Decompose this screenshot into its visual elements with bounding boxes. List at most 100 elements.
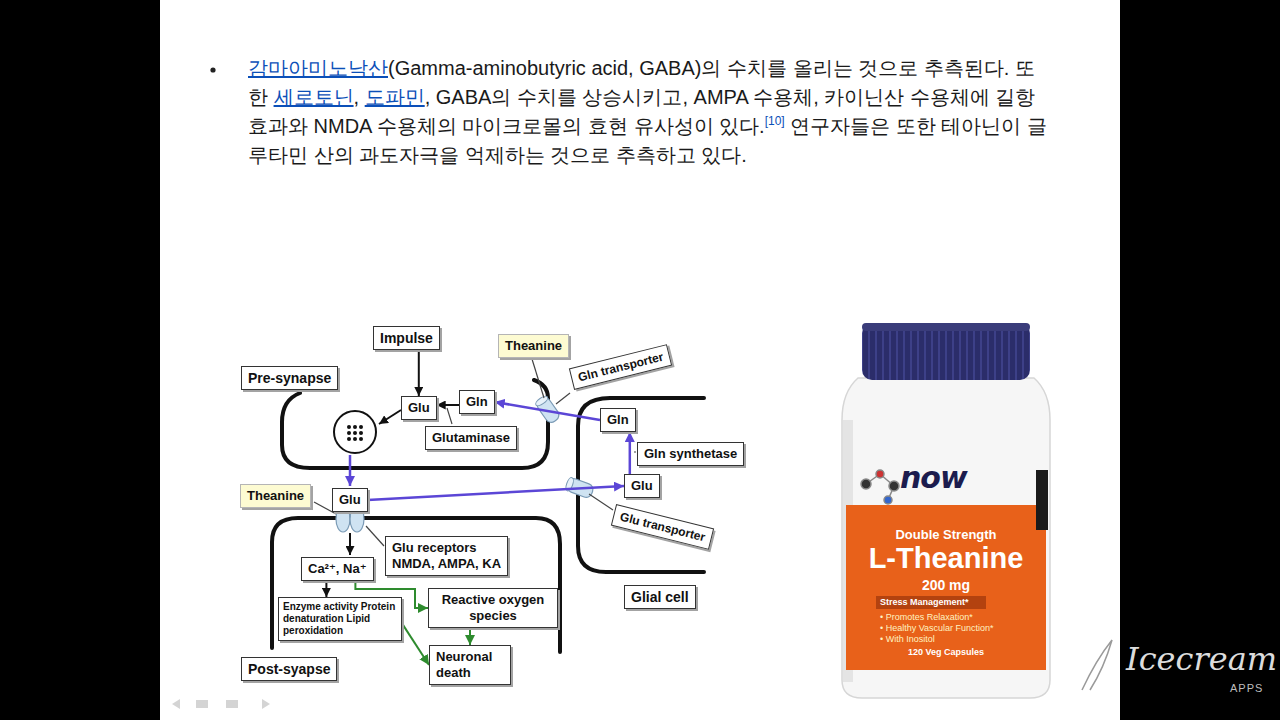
product-name: L-Theanine (846, 542, 1046, 575)
box-text: Glutaminase (432, 430, 510, 446)
product-text: • Healthy Vascular Function* (880, 623, 994, 633)
arrow-connector (469, 628, 471, 645)
bottle-body (842, 378, 1050, 698)
vesicle-dots (347, 425, 363, 441)
product-text: • Promotes Relaxation* (880, 612, 973, 622)
region-box: Post-syapse (241, 657, 337, 681)
release-arrow (349, 455, 352, 486)
presynaptic-membrane (282, 380, 548, 468)
arrow-connector (495, 402, 600, 420)
cap-rim (862, 323, 1030, 331)
region-box: Pre-synapse (241, 366, 338, 390)
molecule-box: Glu (624, 474, 660, 498)
label-band (876, 596, 986, 609)
box-text: Glu receptors (392, 540, 501, 556)
leader-line (589, 494, 613, 510)
box-text: Gln transporter (576, 349, 665, 386)
box-text: Glial cell (631, 589, 689, 605)
box-text: Enzyme activity Protein denaturation Lip… (283, 601, 397, 637)
effect-box: Enzyme activity Protein denaturation Lip… (278, 597, 402, 641)
arrow-connector (418, 350, 420, 396)
leader-line (447, 408, 452, 424)
brand-logo: now (900, 460, 967, 495)
watermark-icon (1082, 640, 1112, 690)
product-text: 200 mg (846, 577, 1046, 593)
ion-box: Ca²⁺, Na⁺ (301, 557, 374, 581)
box-text: Gln (607, 412, 629, 428)
vesicle-dot (347, 437, 351, 441)
link-text: 감마아미노낙산 (248, 57, 388, 79)
region-box: Glial cell (624, 585, 696, 609)
enzyme-box: Gln synthetase (637, 442, 744, 466)
atom (861, 479, 871, 489)
bullet-dot (210, 67, 215, 72)
link-text: 세로토닌 (274, 86, 354, 108)
vesicle-dot (347, 425, 351, 429)
box-text: Glu (339, 492, 361, 508)
box-text: Glu (631, 478, 653, 494)
transporter-top (534, 395, 549, 408)
product-text: • With Inositol (880, 634, 935, 644)
synaptic-vesicle (334, 411, 376, 453)
molecule-box: Gln (459, 390, 495, 414)
atom (889, 481, 899, 491)
product-text: Stress Management* (880, 596, 969, 609)
arrow-connector (629, 432, 632, 474)
postsynaptic-membrane (272, 518, 560, 652)
black-bar (1120, 0, 1280, 720)
box-text: Reactive oxygen species (435, 592, 551, 624)
nav-icon (196, 700, 208, 708)
leader-line (634, 451, 636, 452)
box-text: Pre-synapse (248, 370, 331, 386)
leader-line (556, 393, 570, 404)
supplement-bottle (842, 323, 1050, 698)
leader-lines (314, 359, 636, 546)
citation-mark: [10] (765, 114, 785, 128)
vesicle-dot (359, 431, 363, 435)
arrow-connector (402, 623, 429, 665)
box-text: Neuronal death (436, 649, 504, 681)
molecule-box: Gln (600, 408, 636, 432)
vesicle-dot (347, 431, 351, 435)
arrow-connector (437, 404, 459, 406)
release-arrow (379, 410, 401, 424)
watermark: Icecream (1126, 640, 1277, 678)
bottle-cap (862, 323, 1030, 380)
box-text: Theanine (505, 338, 562, 354)
nav-icon (172, 699, 180, 709)
nav-icon (226, 700, 238, 708)
drug-box: Theanine (240, 484, 311, 508)
receptor-box: Glu receptorsNMDA, AMPA, KA (385, 536, 508, 576)
molecule-box: Glu (401, 396, 437, 420)
vesicle-dot (353, 437, 357, 441)
box-text: Glu (408, 400, 430, 416)
product-text: Double Strength (846, 527, 1046, 542)
arrow-connector (368, 486, 624, 500)
glial-membrane (578, 398, 704, 572)
effect-box: Reactive oxygen species (428, 588, 558, 628)
enzyme-box: Glutaminase (425, 426, 517, 450)
slide-nav-icons (172, 699, 270, 709)
box-text: Ca²⁺, Na⁺ (308, 561, 367, 577)
outcome-box: Neuronal death (429, 645, 511, 685)
vesicle-dot (353, 431, 357, 435)
box-text: Impulse (380, 330, 433, 346)
signal-box: Impulse (373, 326, 440, 350)
leader-line (366, 526, 384, 546)
atom (884, 496, 892, 504)
watermark: APPS (1230, 682, 1263, 694)
nav-icon (262, 699, 270, 709)
arrow-connector (325, 581, 327, 597)
box-text: Gln (466, 394, 488, 410)
box-text: Theanine (247, 488, 304, 504)
drug-box: Theanine (498, 334, 569, 358)
box-text: Glu transporter (618, 509, 707, 546)
box-text: NMDA, AMPA, KA (392, 556, 501, 572)
box-text: Post-syapse (248, 661, 330, 677)
molecule-box: Glu (332, 488, 368, 512)
vesicle-dot (353, 425, 357, 429)
label-orange (846, 505, 1046, 670)
transporter-label-box: Gln transporter (569, 344, 673, 390)
transporter-label-box: Glu transporter (611, 504, 715, 550)
